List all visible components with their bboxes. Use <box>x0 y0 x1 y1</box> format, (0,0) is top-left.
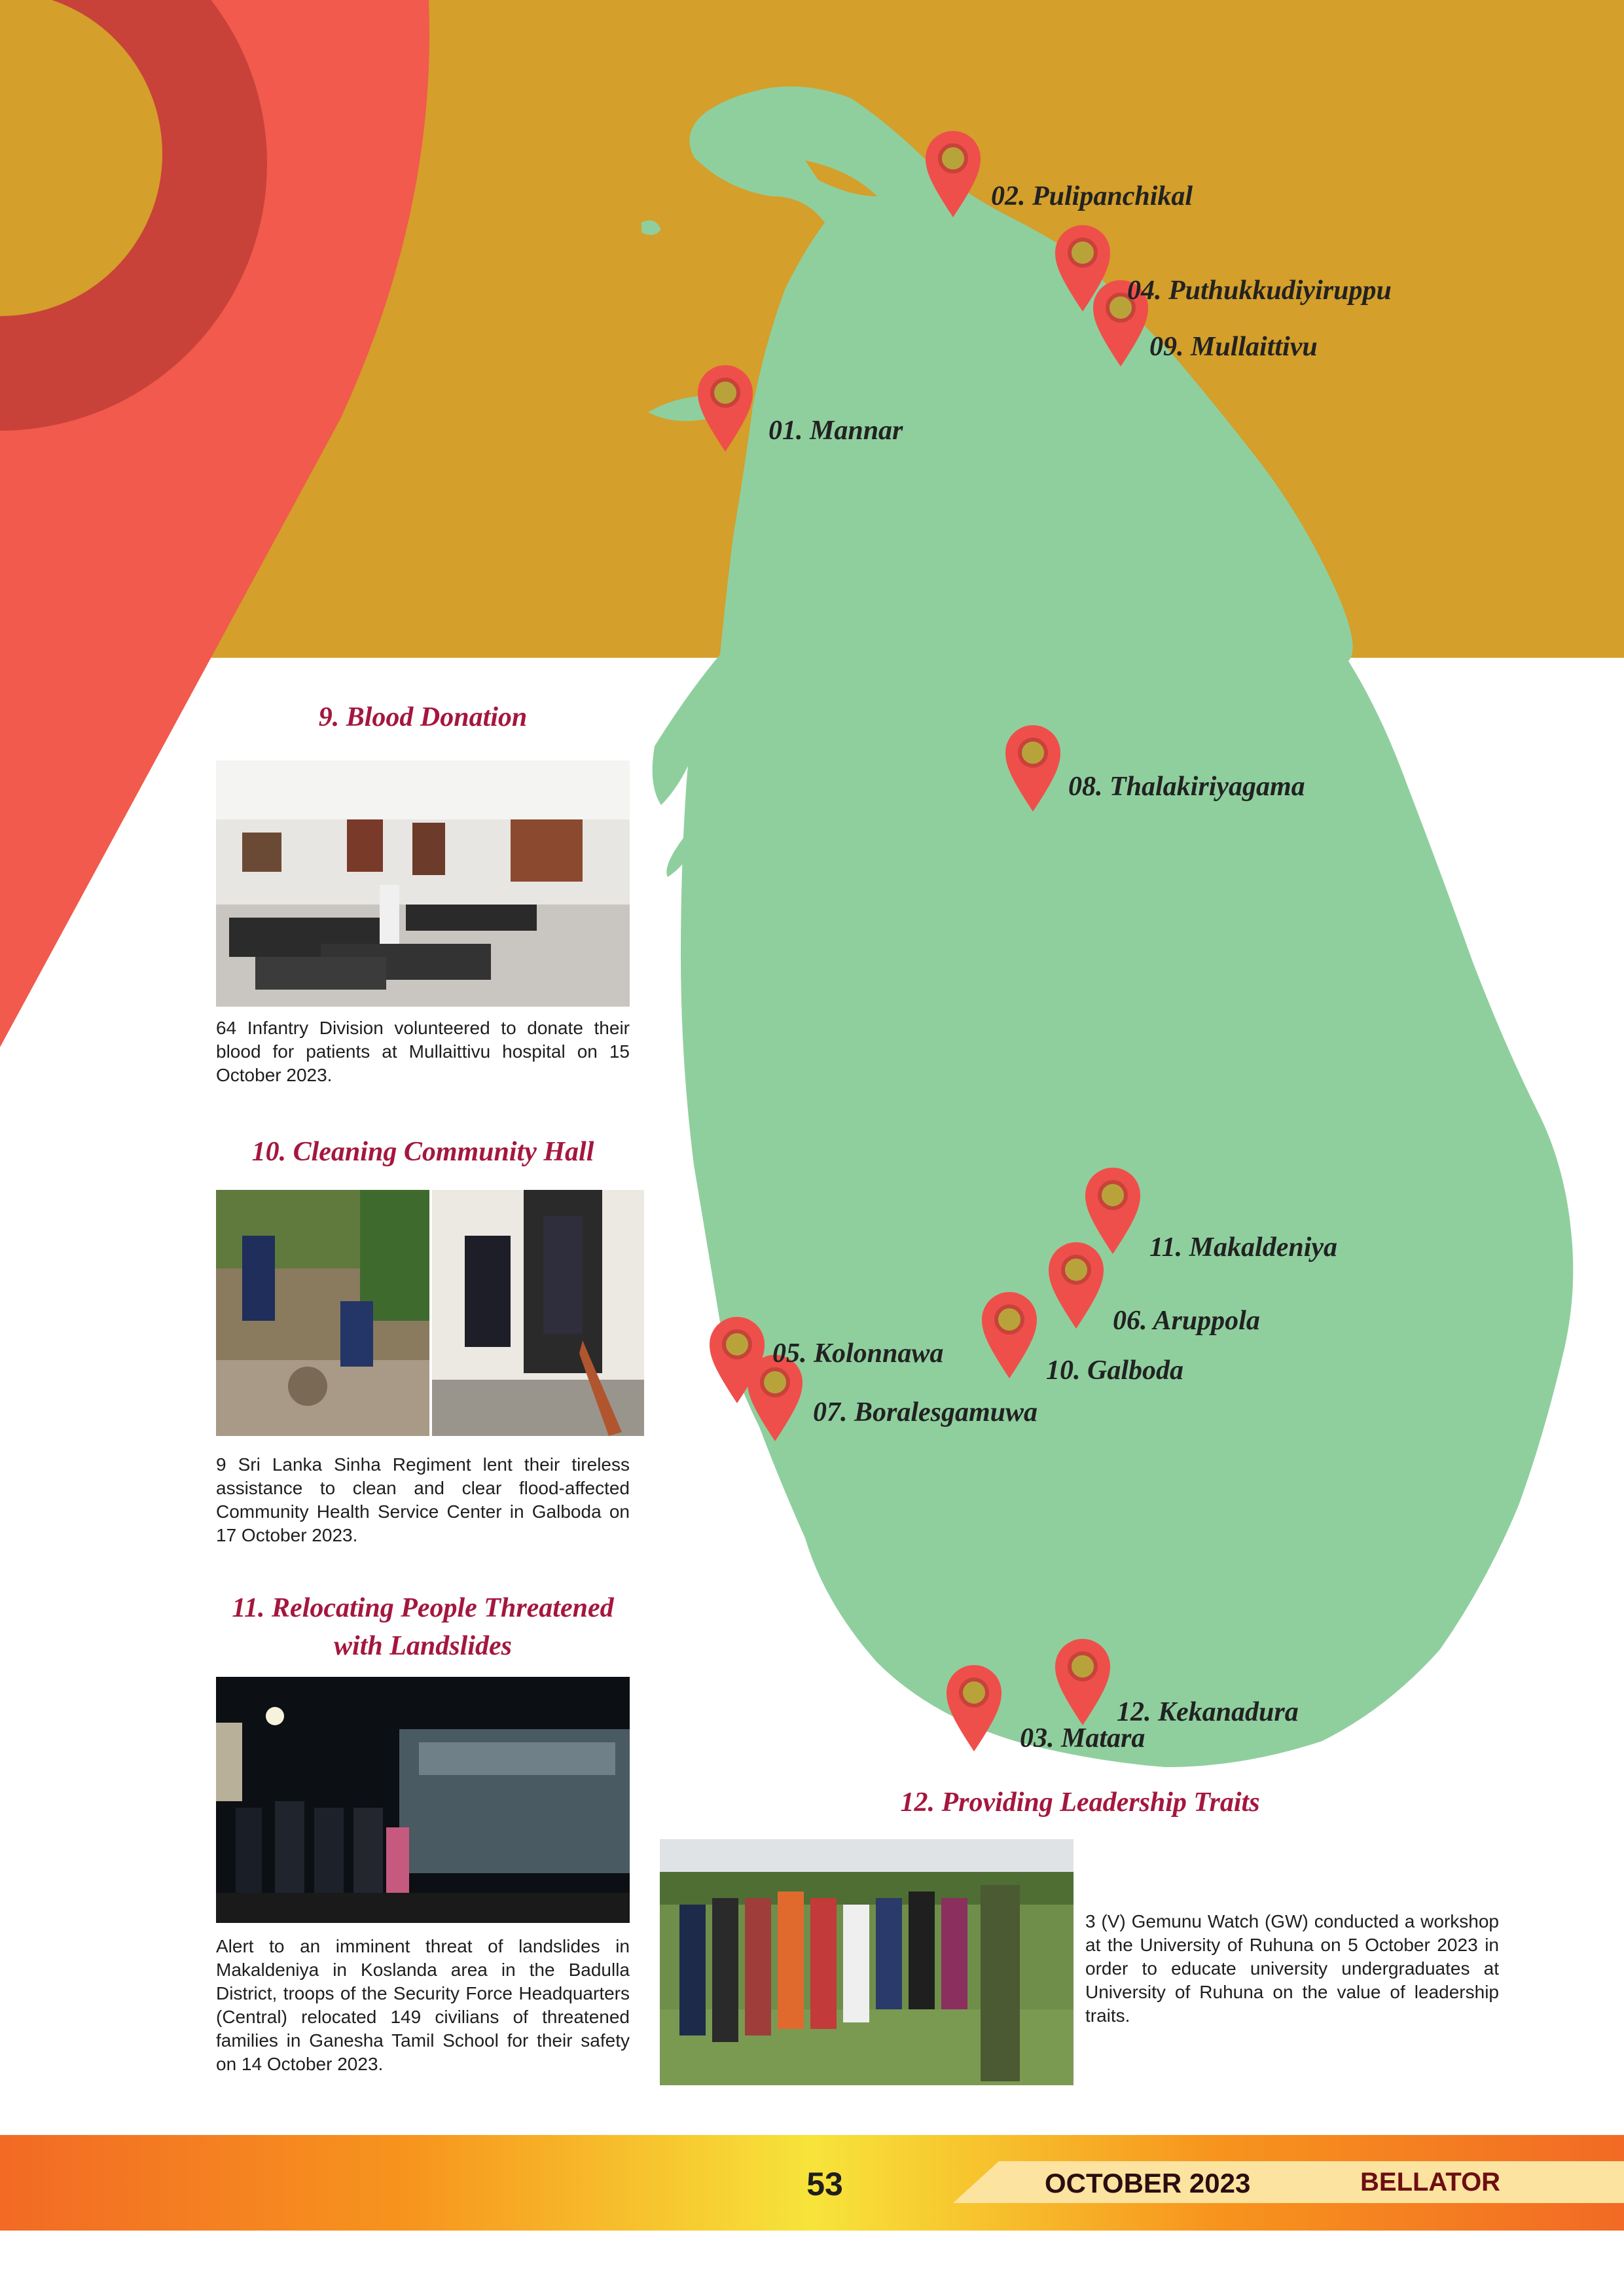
photo-cleaning-community-hall <box>216 1190 644 1436</box>
map-label-05: 05. Kolonnawa <box>772 1338 944 1369</box>
footer-issue-date: OCTOBER 2023 <box>1045 2168 1251 2198</box>
caption-cleaning-community-hall: 9 Sri Lanka Sinha Regiment lent their ti… <box>216 1454 630 1545</box>
pin-01-mannar <box>698 365 753 452</box>
heading-blood-donation: 9. Blood Donation <box>318 702 528 732</box>
pin-08-thalakiriyagama <box>1005 725 1060 812</box>
heading-cleaning-community-hall: 10. Cleaning Community Hall <box>251 1137 594 1167</box>
pin-02-pulipanchikal <box>926 131 981 217</box>
heading-relocating-people-line1: 11. Relocating People Threatened <box>232 1593 614 1623</box>
photo-relocating-people <box>216 1677 630 1923</box>
photo-leadership-traits <box>660 1839 1074 2085</box>
caption-leadership-traits: 3 (V) Gemunu Watch (GW) conducted a work… <box>1085 1911 1499 2026</box>
map-label-07: 07. Boralesgamuwa <box>813 1397 1038 1427</box>
pin-11-makaldeniya <box>1085 1168 1140 1254</box>
pin-10-galboda <box>982 1292 1037 1378</box>
heading-relocating-people-line2: with Landslides <box>334 1631 512 1661</box>
heading-relocating-people: 11. Relocating People Threatened with La… <box>216 1589 630 1665</box>
heading-leadership-traits: 12. Providing Leadership Traits <box>900 1787 1260 1818</box>
footer-magazine-name: BELLATOR <box>1360 2168 1501 2197</box>
map-label-01: 01. Mannar <box>768 416 903 446</box>
pin-12-kekanadura <box>1055 1639 1110 1725</box>
pin-03-matara <box>947 1665 1001 1751</box>
footer-issue-tab <box>953 2161 1624 2203</box>
pin-06-aruppola <box>1049 1242 1104 1329</box>
map-label-04: 04. Puthukkudiyiruppu <box>1127 276 1392 306</box>
map-label-12: 12. Kekanadura <box>1117 1697 1299 1727</box>
map-label-06: 06. Aruppola <box>1113 1306 1260 1336</box>
map-label-03: 03. Matara <box>1020 1723 1146 1753</box>
photo-blood-donation <box>216 761 630 1007</box>
map-label-10: 10. Galboda <box>1046 1355 1183 1386</box>
map-label-02: 02. Pulipanchikal <box>991 181 1193 211</box>
footer-page-number: 53 <box>806 2166 843 2202</box>
map-label-09: 09. Mullaittivu <box>1149 332 1318 362</box>
caption-relocating-people: Alert to an imminent threat of landslide… <box>216 1936 630 2074</box>
decorative-pin-shape <box>0 0 430 1047</box>
caption-blood-donation: 64 Infantry Division volunteered to dona… <box>216 1018 630 1085</box>
map-label-11: 11. Makaldeniya <box>1149 1232 1338 1263</box>
map-label-08: 08. Thalakiriyagama <box>1068 772 1305 802</box>
